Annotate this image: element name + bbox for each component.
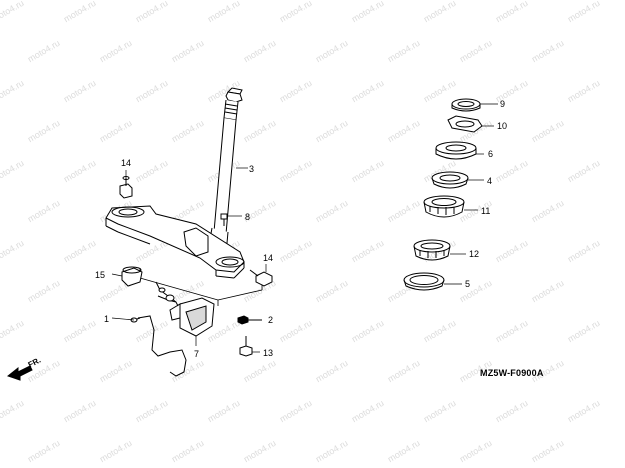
bearing-12-drawing bbox=[413, 239, 451, 261]
callout-2: 2 bbox=[268, 315, 274, 325]
wire-1-drawing bbox=[130, 281, 187, 377]
clamp-7-drawing bbox=[169, 297, 215, 337]
callout-1: 1 bbox=[104, 314, 110, 324]
bolt-2-drawing bbox=[237, 315, 262, 325]
callout-13: 13 bbox=[263, 348, 274, 358]
washer-10-drawing bbox=[447, 115, 483, 133]
callout-6: 6 bbox=[488, 149, 494, 159]
bolt-14-right-drawing bbox=[249, 269, 273, 287]
callout-8: 8 bbox=[245, 212, 251, 222]
bearing-11-drawing bbox=[423, 195, 465, 218]
nut-9-drawing bbox=[451, 98, 481, 112]
front-direction-arrow bbox=[6, 365, 33, 381]
callout-5: 5 bbox=[465, 279, 471, 289]
bolt-8-drawing bbox=[220, 213, 228, 226]
steering-stem-drawing bbox=[207, 87, 243, 255]
nut-6-drawing bbox=[435, 141, 477, 160]
callout-10: 10 bbox=[497, 121, 508, 131]
callout-15: 15 bbox=[95, 270, 106, 280]
callout-12: 12 bbox=[469, 249, 480, 259]
diagram-code: MZ5W-F0900A bbox=[480, 368, 544, 378]
seal-5-drawing bbox=[403, 272, 445, 291]
callout-11: 11 bbox=[481, 206, 491, 216]
assembly-bracket-lines bbox=[139, 268, 263, 306]
bolt-14-drawing bbox=[119, 176, 133, 199]
bolt-13-drawing bbox=[239, 336, 253, 357]
callout-14-top: 14 bbox=[121, 158, 132, 168]
collar-15-drawing bbox=[121, 266, 143, 287]
callout-9: 9 bbox=[500, 99, 506, 109]
callout-14-right: 14 bbox=[263, 253, 274, 263]
callout-4: 4 bbox=[487, 176, 493, 186]
bottom-bridge-drawing bbox=[105, 205, 245, 279]
bearing-4-drawing bbox=[431, 171, 469, 189]
callout-3: 3 bbox=[249, 164, 255, 174]
leader-lines bbox=[111, 103, 498, 353]
callout-7: 7 bbox=[194, 349, 200, 359]
